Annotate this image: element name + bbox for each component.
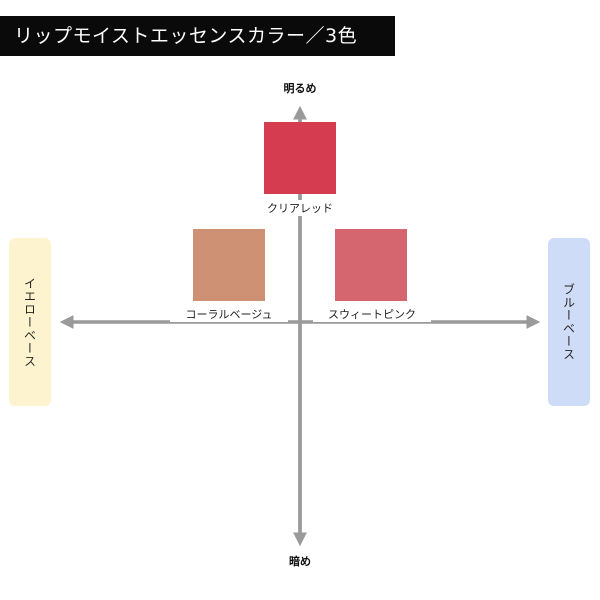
page-title: リップモイストエッセンスカラー／3色 [0, 16, 395, 56]
swatch-label-clear-red: クリアレッド [240, 200, 360, 216]
axis-label-dark: 暗め [289, 555, 311, 568]
blue-base-panel: ブルーベース [548, 238, 590, 406]
swatch-label-sweet-pink: スウィートピンク [313, 306, 431, 322]
swatch-coral-beige [193, 229, 265, 301]
blue-base-label: ブルーベース [561, 283, 576, 361]
swatch-sweet-pink [335, 229, 407, 301]
swatch-label-coral-beige: コーラルベージュ [170, 306, 288, 322]
yellow-base-label: イエローベース [22, 276, 37, 368]
axis-label-bright: 明るめ [283, 82, 317, 95]
swatch-clear-red [264, 122, 336, 194]
yellow-base-panel: イエローベース [9, 238, 51, 406]
